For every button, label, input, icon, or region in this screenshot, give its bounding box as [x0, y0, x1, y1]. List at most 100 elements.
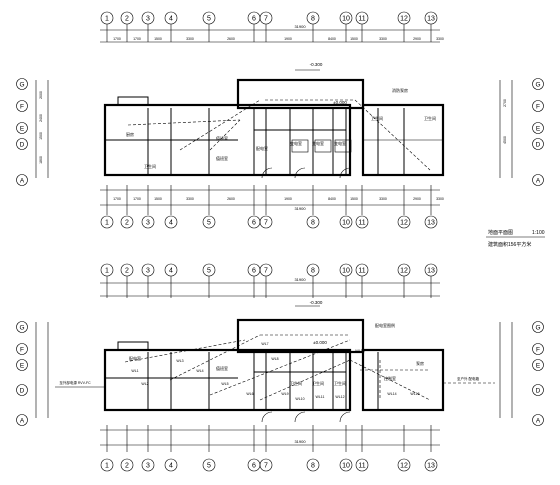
top-bottom-axis-13-label: 13 [427, 220, 435, 227]
top-bottom-axis-8-label: 8 [311, 220, 315, 227]
bottom-plan-building: -0.300±0.000配电室图例配电室值班室卫生间卫生间卫生间控制室泵房WL1… [55, 300, 495, 423]
top-bottom-axis-12-label: 12 [400, 220, 408, 227]
bot-axis-6-label: 6 [252, 268, 256, 275]
bot-bottom-axis-1-label: 1 [105, 463, 109, 470]
top-room-label: 配电室 [256, 145, 268, 151]
top-segment-dim: 2600 [227, 37, 235, 41]
bot-level-mark: -0.300 [310, 300, 323, 305]
top-bottom-segment-dim: 1700 [133, 197, 141, 201]
bot-circuit-label: WL1 [131, 369, 138, 373]
plan-title: 地面平面图 [488, 229, 513, 236]
top-bottom-axis-5-label: 5 [207, 220, 211, 227]
top-circuit [179, 99, 261, 151]
top-left-row-axis-label: E [20, 125, 25, 132]
bot-right-row-axis-circle [532, 384, 544, 396]
top-level-mark: ±0.000 [333, 100, 347, 105]
bot-circuit-label: WL15 [410, 392, 419, 396]
bot-door-arc [261, 411, 273, 423]
bot-circuit-label: WL11 [316, 395, 325, 399]
bot-axis-8-label: 8 [311, 268, 315, 275]
bot-left-note: 至外部电源 RVV-FC [59, 380, 91, 385]
bot-bottom-axis-3-circle [141, 458, 155, 472]
top-axis-4-label: 4 [169, 16, 173, 23]
bot-wall-right-wing [361, 348, 445, 412]
bot-room-label: 泵房 [416, 360, 424, 366]
top-bottom-axis-11-circle [355, 215, 369, 229]
bot-door-arc [339, 411, 351, 423]
top-segment-dim: 2900 [413, 37, 421, 41]
top-bottom-axis-2-label: 2 [125, 220, 129, 227]
top-axis-1-label: 1 [105, 16, 109, 23]
bot-axis-2-label: 2 [125, 268, 129, 275]
top-bottom-axis-2-circle [120, 215, 134, 229]
bot-right-row-axis-circle [532, 343, 544, 355]
bot-room-label: 配电室 [129, 355, 141, 361]
bot-left-row-axis-label: G [19, 324, 24, 331]
top-right-row-axis-label: A [536, 177, 541, 184]
top-bottom-segment-dim: 1900 [284, 197, 292, 201]
top-room-label: 厨房 [126, 131, 134, 137]
bot-left-row-axis-label: D [20, 387, 25, 394]
top-axis-8-label: 8 [311, 16, 315, 23]
bot-right-row-axis-label: A [536, 417, 541, 424]
bot-axis-5-label: 5 [207, 268, 211, 275]
bot-right-row-axis-circle [532, 359, 544, 371]
bot-bottom-axis-4-label: 4 [169, 463, 173, 470]
top-segment-dim: 1500 [154, 37, 162, 41]
top-bottom-axis-11-label: 11 [358, 220, 365, 227]
bot-right-note: 至户外 配电箱 [457, 376, 479, 381]
bot-circuit-label: WL8 [271, 357, 278, 361]
bot-circuit-label: WL2 [141, 382, 148, 386]
top-stall [314, 139, 332, 153]
top-right-row-axis-circle [532, 100, 544, 112]
bot-circuit-label: WL5 [221, 382, 228, 386]
top-room-label: 变电室 [334, 140, 346, 146]
top-right-row-axis-circle [532, 174, 544, 186]
top-axis-13-label: 13 [427, 16, 435, 23]
bot-axis-10-label: 10 [342, 268, 350, 275]
bot-overall-dim: 31900 [294, 277, 306, 282]
top-room-label: 变电室 [290, 140, 302, 146]
top-bottom-axis-1-circle [100, 215, 114, 229]
top-segment-dim: 3300 [436, 37, 444, 41]
bot-bottom-axis-5-circle [202, 458, 216, 472]
bot-wall-main [103, 348, 352, 412]
bot-bottom-axis-3-label: 3 [146, 463, 150, 470]
top-bottom-axis-7-label: 7 [264, 220, 268, 227]
top-door-arc [294, 167, 306, 179]
top-side-dim: 1500 [39, 132, 43, 140]
top-left-row-axis-circle [16, 138, 28, 150]
plan-scale: 1:100 [532, 230, 545, 236]
bot-bottom-axis-11-circle [355, 458, 369, 472]
bot-circuit [209, 339, 351, 396]
top-axis-3-label: 3 [146, 16, 150, 23]
top-stall [334, 139, 352, 153]
bot-axis-3-label: 3 [146, 268, 150, 275]
top-room-label: 值班室 [216, 155, 228, 161]
bot-left-row-axis-circle [16, 359, 28, 371]
top-bottom-axis-3-circle [141, 215, 155, 229]
bot-left-row-axis-label: A [20, 417, 25, 424]
bot-circuit [259, 359, 351, 401]
bot-bottom-axis-2-label: 2 [125, 463, 129, 470]
bot-circuit-label: WL6 [246, 392, 253, 396]
top-bottom-axis-10-circle [339, 215, 353, 229]
top-segment-dim: 8400 [328, 37, 336, 41]
bot-circuit-label: WL14 [387, 392, 396, 396]
top-axis-7-label: 7 [264, 16, 268, 23]
top-bottom-axis-1-label: 1 [105, 220, 109, 227]
bot-right-row-axis-label: D [536, 387, 541, 394]
top-bottom-segment-dim: 3300 [436, 197, 444, 201]
bot-bottom-axis-7-label: 7 [264, 463, 268, 470]
top-axis-11-label: 11 [358, 16, 365, 23]
bot-room-label: 卫生间 [334, 380, 346, 386]
top-segment-dim: 1500 [350, 37, 358, 41]
bot-right-row-axis-label: E [536, 362, 541, 369]
top-bottom-axis-13-circle [424, 215, 438, 229]
bot-bottom-axis-8-label: 8 [311, 463, 315, 470]
bot-axis-11-label: 11 [358, 268, 365, 275]
top-stall [291, 139, 309, 153]
top-side-dim: 2700 [503, 99, 507, 107]
